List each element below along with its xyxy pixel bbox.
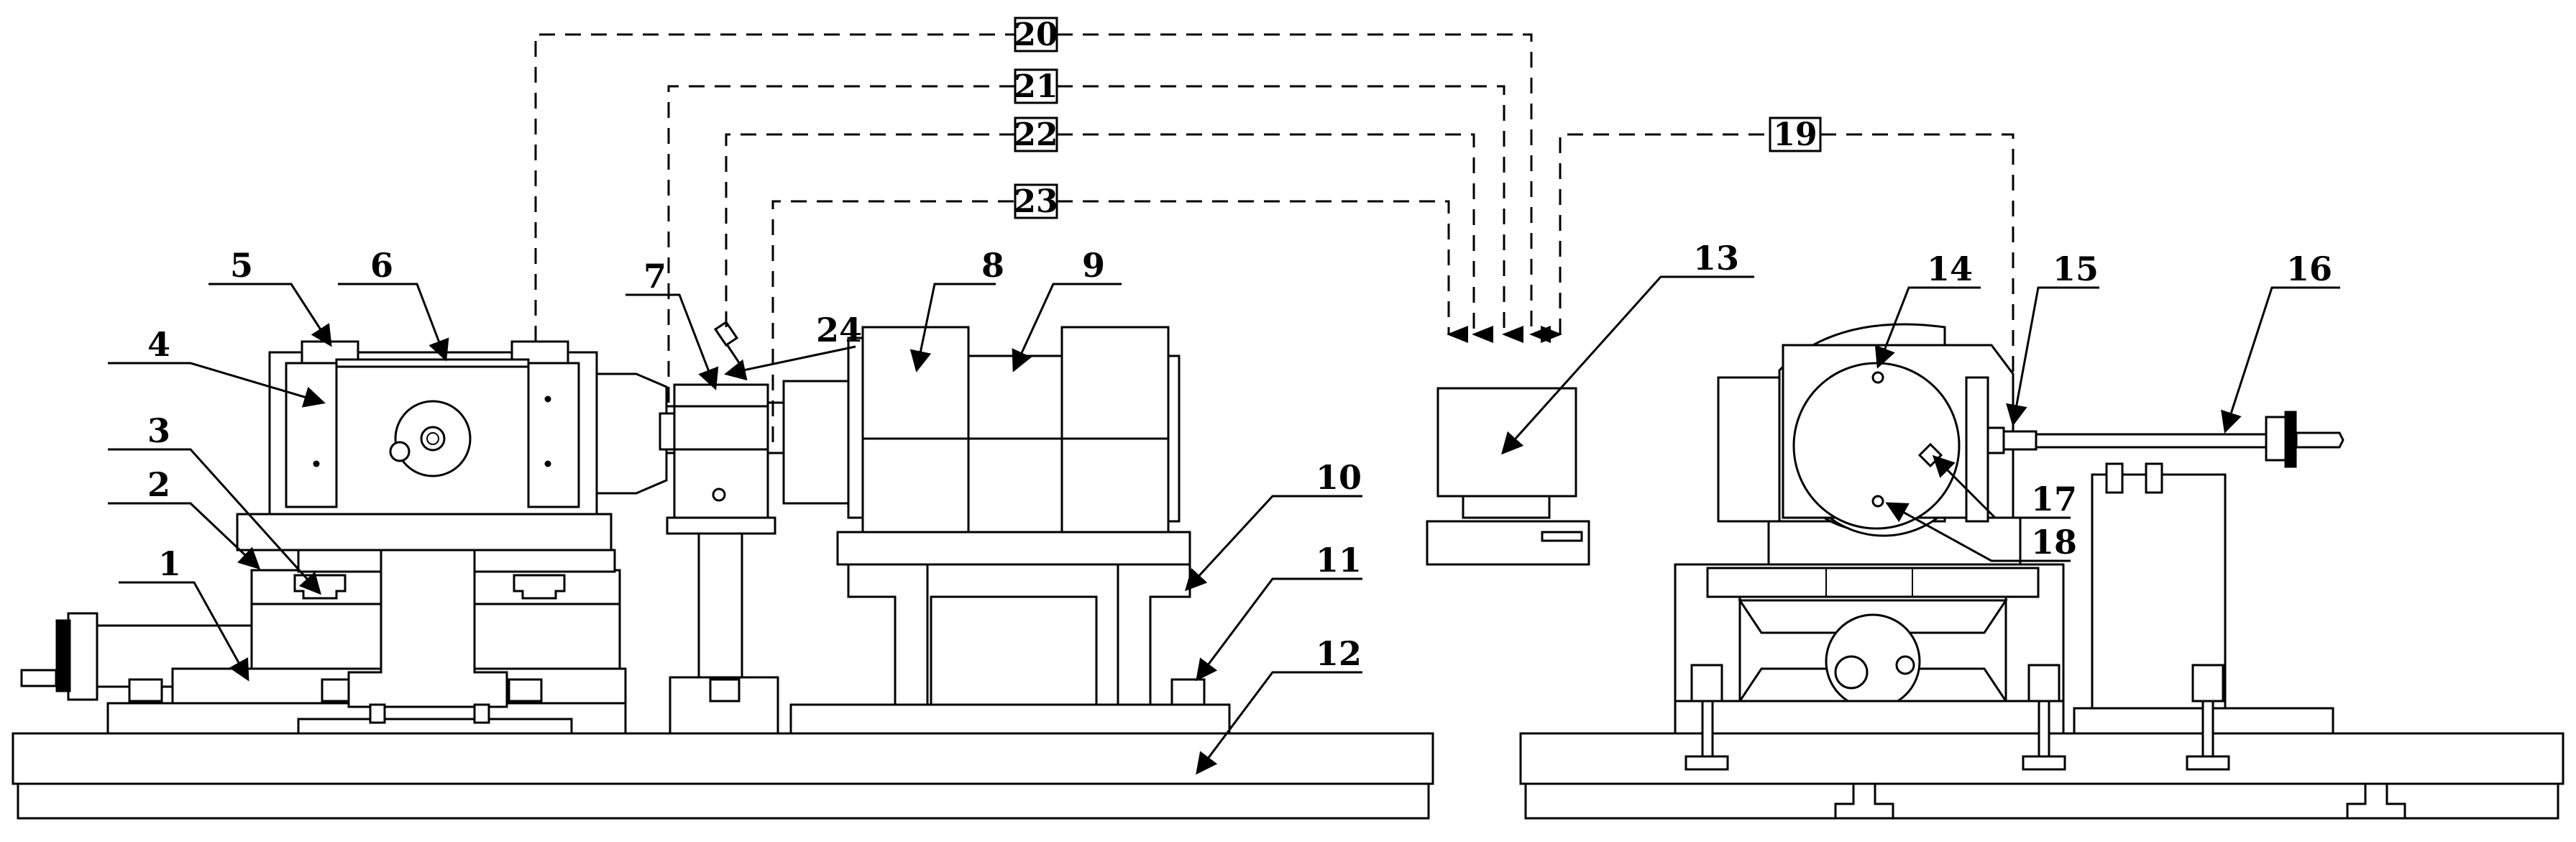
svg-text:18: 18 <box>2031 523 2077 562</box>
signal-line-23 <box>771 200 1468 442</box>
callout-13: 13 <box>1500 239 1754 455</box>
signal-line-22 <box>725 133 1493 343</box>
svg-text:9: 9 <box>1082 246 1105 285</box>
svg-text:6: 6 <box>370 246 393 285</box>
signal-box-20: 20 <box>1014 17 1058 53</box>
callout-10: 10 <box>1184 458 1362 592</box>
svg-text:24: 24 <box>816 311 862 349</box>
callout-2: 2 <box>108 465 261 570</box>
dividing-head-assembly <box>1674 323 2066 771</box>
svg-text:23: 23 <box>1014 183 1058 220</box>
callout-14: 14 <box>1874 250 1981 369</box>
computer <box>1426 387 1590 566</box>
callout-12: 12 <box>1196 634 1362 775</box>
spindle-head <box>236 340 677 552</box>
callout-3: 3 <box>108 411 322 595</box>
callout-9: 9 <box>1012 246 1122 372</box>
signal-box-19: 19 <box>1769 116 1822 153</box>
callout-18: 18 <box>1885 502 2077 562</box>
callout-11: 11 <box>1196 541 1362 682</box>
motor <box>782 326 1231 735</box>
svg-text:8: 8 <box>981 246 1004 285</box>
svg-text:4: 4 <box>147 325 170 364</box>
signal-line-21 <box>667 85 1523 403</box>
svg-text:7: 7 <box>643 257 666 296</box>
signal-line-19 <box>1541 133 2014 428</box>
svg-text:3: 3 <box>147 411 170 450</box>
callout-6: 6 <box>338 246 449 362</box>
svg-text:2: 2 <box>147 465 170 504</box>
base-plate-left <box>12 732 1434 820</box>
svg-text:22: 22 <box>1014 116 1058 153</box>
svg-text:16: 16 <box>2286 250 2332 288</box>
callout-4: 4 <box>108 325 326 408</box>
svg-text:19: 19 <box>1773 116 1817 153</box>
svg-text:21: 21 <box>1014 68 1058 105</box>
signal-box-21: 21 <box>1014 68 1058 105</box>
svg-text:1: 1 <box>158 544 181 583</box>
svg-text:20: 20 <box>1014 17 1058 53</box>
torque-sensor <box>659 320 791 735</box>
callout-24: 24 <box>724 311 862 381</box>
signal-box-23: 23 <box>1014 183 1058 220</box>
callout-16: 16 <box>2221 250 2340 434</box>
callout-8: 8 <box>909 246 1004 372</box>
callout-15: 15 <box>2006 250 2099 426</box>
svg-text:17: 17 <box>2031 480 2077 518</box>
svg-text:5: 5 <box>230 246 253 285</box>
tailstock <box>1986 411 2344 771</box>
svg-text:12: 12 <box>1316 634 1362 673</box>
svg-text:13: 13 <box>1693 239 1739 278</box>
signal-line-20 <box>534 33 1551 343</box>
svg-text:10: 10 <box>1316 458 1362 497</box>
svg-text:14: 14 <box>1927 250 1973 288</box>
callout-17: 17 <box>1932 454 2077 519</box>
svg-text:15: 15 <box>2053 250 2099 288</box>
callout-1: 1 <box>119 544 249 682</box>
callout-5: 5 <box>208 246 332 347</box>
svg-text:11: 11 <box>1316 541 1362 580</box>
callout-7: 7 <box>625 257 719 390</box>
signal-box-22: 22 <box>1014 116 1058 153</box>
